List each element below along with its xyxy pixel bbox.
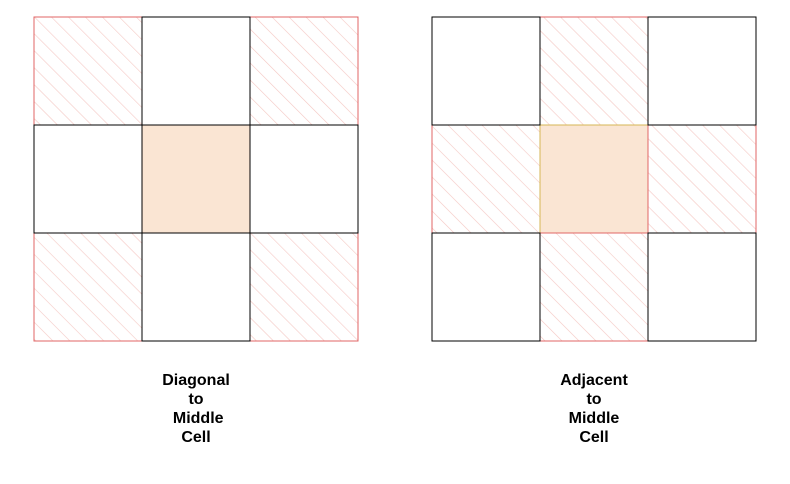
plain-cell (647, 16, 757, 126)
hatched-cell (33, 16, 143, 126)
hatched-cell (431, 124, 541, 234)
caption-line: to (188, 391, 204, 408)
middle-cell (539, 124, 649, 234)
caption-line: Cell (181, 429, 211, 446)
plain-cell (141, 232, 251, 342)
middle-cell (141, 124, 251, 234)
plain-cell (33, 124, 143, 234)
hatched-cell (249, 16, 359, 126)
caption-line: Middle (168, 410, 224, 427)
hatched-cell (539, 232, 649, 342)
diagonal-grid (33, 16, 359, 342)
diagonal-caption: Diagonal to Middle Cell (86, 371, 306, 447)
hatched-cell (249, 232, 359, 342)
adjacent-grid (431, 16, 757, 342)
caption-line: Cell (579, 429, 609, 446)
plain-cell (647, 232, 757, 342)
adjacent-caption: Adjacent to Middle Cell (484, 371, 704, 447)
caption-line: Middle (568, 410, 620, 427)
caption-line: to (586, 391, 602, 408)
caption-line: Adjacent (560, 372, 628, 389)
hatched-cell (33, 232, 143, 342)
hatched-cell (539, 16, 649, 126)
plain-cell (431, 232, 541, 342)
caption-line: Diagonal (162, 372, 230, 389)
plain-cell (141, 16, 251, 126)
hatched-cell (647, 124, 757, 234)
plain-cell (249, 124, 359, 234)
plain-cell (431, 16, 541, 126)
